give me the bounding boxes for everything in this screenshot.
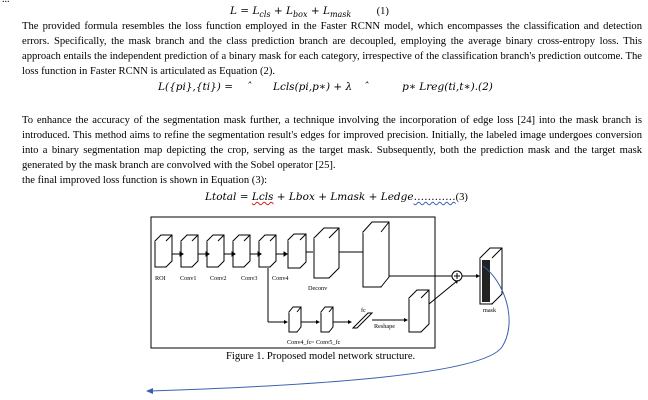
block-conv4 (258, 234, 277, 268)
block-roi (154, 234, 173, 268)
sum-node (451, 270, 463, 282)
equation-2: L({pi},{ti}) = ˆ Lcls(pi,p∗) + λ ˆ p∗ Lr… (158, 81, 493, 93)
label-conv1: Conv1 (180, 275, 197, 282)
block-conv4-large (287, 233, 307, 269)
paragraph-1: The provided formula resembles the loss … (22, 21, 642, 77)
equation-1-number: (1) (376, 6, 389, 17)
label-roi: ROI (155, 275, 166, 282)
equation-3: Ltotal = Lcls + Lbox + Lmask + Ledge…………… (205, 191, 468, 203)
figure-frame (150, 216, 436, 349)
label-mask: mask (483, 307, 497, 314)
block-mask (479, 247, 503, 305)
label-conv2: Conv2 (210, 275, 227, 282)
label-conv3: Conv3 (241, 275, 258, 282)
label-conv5-fc: Conv5_fc (316, 339, 341, 346)
block-conv1 (180, 234, 199, 268)
label-fc: fc (361, 307, 366, 314)
label-deconv: Deconv (308, 285, 328, 292)
block-conv5-fc (320, 306, 334, 333)
block-deconv (313, 227, 340, 279)
annotation-arrowhead (146, 388, 153, 394)
stack-arrows (172, 251, 288, 257)
block-fc (351, 312, 374, 329)
figure-caption: Figure 1. Proposed model network structu… (226, 351, 416, 362)
paragraph-3: the final improved loss function is show… (22, 175, 268, 186)
label-reshape: Reshape (374, 323, 395, 330)
block-conv2 (206, 234, 225, 268)
equation-1: L = Lcls + Lbox + Lmask (1) (230, 5, 389, 20)
block-prediction (362, 221, 390, 288)
label-conv4: Conv4 (272, 275, 289, 282)
paragraph-2: To enhance the accuracy of the segmentat… (22, 115, 642, 171)
top-cut-text: ... (2, 0, 10, 5)
block-conv4-fc (288, 306, 302, 333)
block-conv3 (232, 234, 251, 268)
block-reshape (408, 289, 430, 333)
annotation-curve (149, 265, 510, 392)
conv-stack (154, 234, 277, 268)
label-conv4-fc: Conv4_fc (287, 339, 312, 346)
